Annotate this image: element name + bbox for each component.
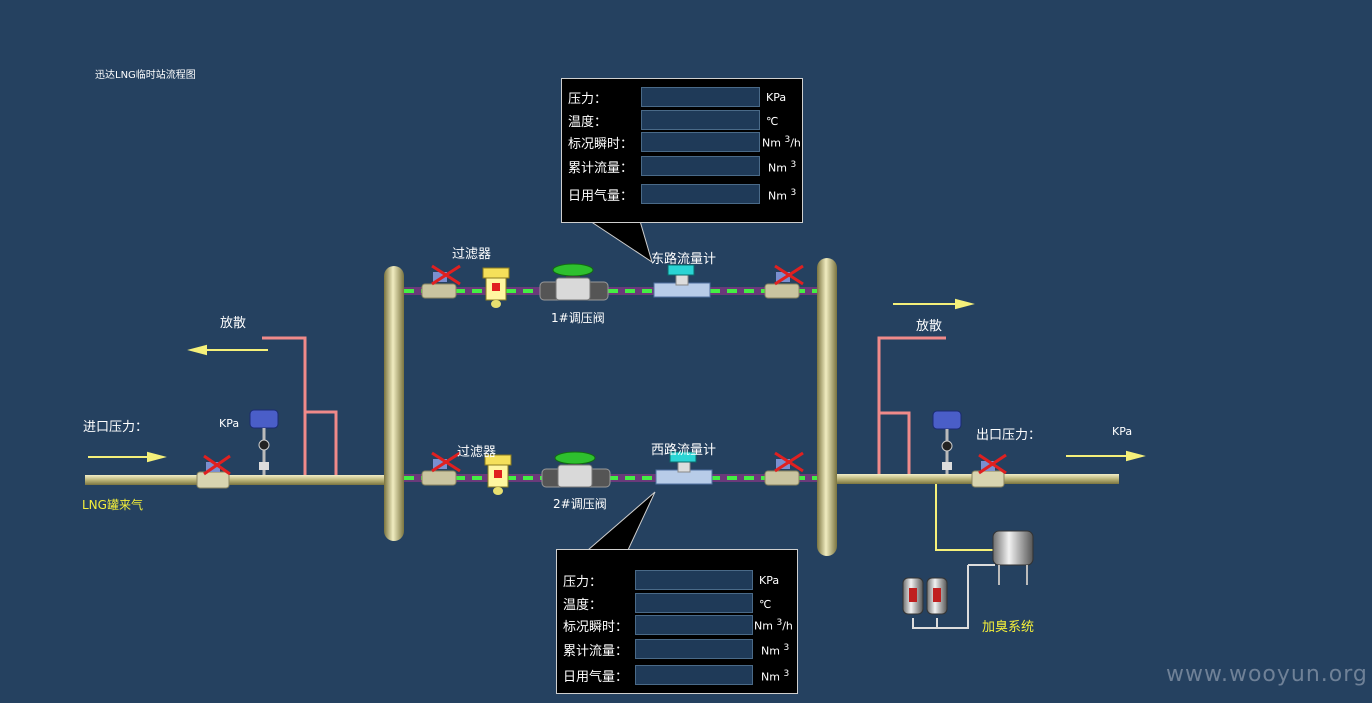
- east-temperature-row: 温度： ℃: [562, 110, 802, 130]
- east-temperature-unit: ℃: [766, 115, 779, 128]
- right-manifold: [817, 258, 837, 556]
- west-total-flow-value: [635, 639, 753, 659]
- page-title: 迅达LNG临时站流程图: [95, 70, 196, 81]
- west-total-flow-row: 累计流量： Nm 3: [557, 639, 797, 659]
- west-instant-flow-value: [635, 615, 753, 635]
- east-meter-label: 东路流量计: [651, 252, 717, 267]
- west-temperature-row: 温度： ℃: [557, 593, 797, 613]
- odorizer-pipes-white: [912, 564, 995, 629]
- east-daily-usage-label: 日用气量：: [568, 189, 634, 204]
- east-daily-usage-row: 日用气量： Nm 3: [562, 184, 802, 204]
- west-meter-label: 西路流量计: [651, 443, 717, 458]
- top-branch-pipe: [404, 287, 817, 295]
- east-daily-usage-value: [641, 184, 760, 204]
- west-pressure-value: [635, 570, 753, 590]
- west-daily-usage-value: [635, 665, 753, 685]
- regulator-top-label: 1#调压阀: [551, 311, 605, 325]
- left-vent-pipe: [262, 336, 338, 475]
- east-total-flow-value: [641, 156, 760, 176]
- filter-bottom: [484, 454, 512, 495]
- east-total-flow-unit: Nm 3: [768, 160, 797, 175]
- west-pressure-label: 压力：: [563, 575, 603, 590]
- east-temperature-value: [641, 110, 760, 130]
- east-instant-flow-label: 标况瞬时：: [568, 137, 634, 152]
- arrow-vent-right: [893, 298, 975, 310]
- east-instant-flow-unit: Nm 3/h: [762, 135, 801, 150]
- west-pressure-row: 压力： KPa: [557, 570, 797, 590]
- valve-bottom-right: [764, 451, 804, 486]
- valve-bottom-left: [421, 451, 461, 486]
- odorizer-pumps: [902, 577, 948, 615]
- east-meter-panel: 压力： KPa 温度： ℃ 标况瞬时： Nm 3/h 累计流量： Nm 3 日用…: [561, 78, 803, 223]
- valve-inlet: [196, 454, 231, 489]
- west-daily-usage-unit: Nm 3: [761, 669, 790, 684]
- west-instant-flow-unit: Nm 3/h: [754, 618, 793, 633]
- regulator-bottom: [541, 451, 611, 488]
- west-daily-usage-label: 日用气量：: [563, 670, 629, 685]
- filter-top-label: 过滤器: [452, 247, 492, 262]
- east-pressure-row: 压力： KPa: [562, 87, 802, 107]
- valve-outlet: [971, 453, 1007, 488]
- right-vent-pipe: [877, 336, 946, 474]
- filter-bottom-label: 过滤器: [457, 445, 497, 460]
- flowmeter-west: [655, 451, 713, 485]
- valve-top-right: [764, 264, 804, 299]
- east-pressure-unit: KPa: [766, 91, 787, 104]
- arrow-outlet: [1066, 450, 1146, 462]
- west-instant-flow-label: 标况瞬时：: [563, 620, 629, 635]
- west-daily-usage-row: 日用气量： Nm 3: [557, 665, 797, 685]
- east-temperature-label: 温度：: [568, 115, 608, 130]
- east-total-flow-label: 累计流量：: [568, 161, 634, 176]
- inlet-pressure-unit: KPa: [219, 417, 240, 430]
- pressure-transmitter-outlet: [932, 410, 962, 474]
- valve-top-left: [421, 264, 461, 299]
- east-panel-pointer: [588, 220, 653, 264]
- west-temperature-label: 温度：: [563, 598, 603, 613]
- outlet-pressure-label: 出口压力：: [976, 428, 1042, 443]
- inlet-pipe: [85, 475, 390, 485]
- east-total-flow-row: 累计流量： Nm 3: [562, 156, 802, 176]
- east-pressure-label: 压力：: [568, 92, 608, 107]
- odorizer-tank: [992, 530, 1034, 585]
- east-pressure-value: [641, 87, 760, 107]
- vent-right-label: 放散: [916, 319, 943, 334]
- west-temperature-value: [635, 593, 753, 613]
- odorizer-pipes: [935, 484, 995, 551]
- vent-left-label: 放散: [220, 316, 247, 331]
- west-total-flow-unit: Nm 3: [761, 643, 790, 658]
- left-manifold: [384, 266, 404, 541]
- arrow-inlet: [88, 451, 167, 463]
- east-instant-flow-row: 标况瞬时： Nm 3/h: [562, 132, 802, 152]
- flowmeter-east: [653, 264, 711, 298]
- pressure-transmitter-inlet: [249, 409, 279, 475]
- inlet-pressure-label: 进口压力：: [83, 420, 149, 435]
- east-daily-usage-unit: Nm 3: [768, 188, 797, 203]
- arrow-vent-left: [187, 344, 268, 356]
- lng-source-label: LNG罐来气: [82, 498, 143, 512]
- odorizer-label: 加臭系统: [982, 620, 1035, 635]
- watermark: www.wooyun.org: [1166, 662, 1368, 687]
- west-total-flow-label: 累计流量：: [563, 644, 629, 659]
- west-pressure-unit: KPa: [759, 574, 780, 587]
- west-temperature-unit: ℃: [759, 598, 772, 611]
- west-instant-flow-row: 标况瞬时： Nm 3/h: [557, 615, 797, 635]
- outlet-pressure-unit: KPa: [1112, 425, 1133, 438]
- regulator-top: [539, 263, 609, 301]
- west-meter-panel: 压力： KPa 温度： ℃ 标况瞬时： Nm 3/h 累计流量： Nm 3 日用…: [556, 549, 798, 694]
- east-instant-flow-value: [641, 132, 760, 152]
- regulator-bottom-label: 2#调压阀: [553, 497, 607, 511]
- filter-top: [482, 267, 510, 308]
